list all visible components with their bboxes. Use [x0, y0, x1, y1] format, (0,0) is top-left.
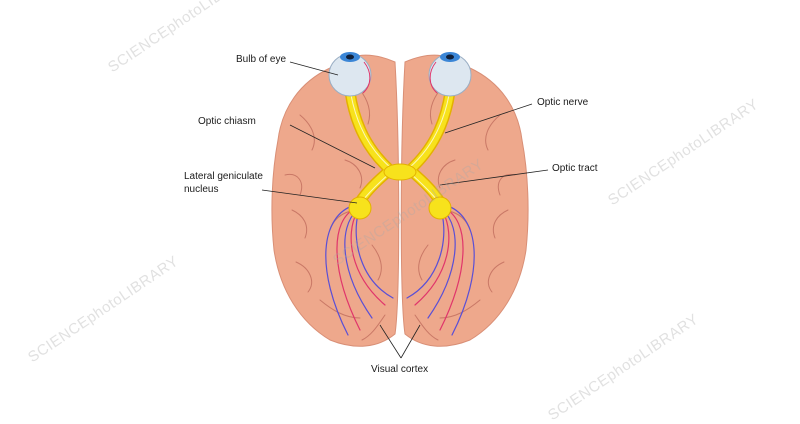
label-optic-chiasm: Optic chiasm [198, 116, 256, 127]
eye-left [328, 52, 372, 97]
label-optic-nerve: Optic nerve [537, 97, 589, 108]
right-hemisphere [400, 54, 529, 347]
lateral-geniculate-nucleus-right [428, 196, 452, 220]
visual-pathway-diagram: Bulb of eye Optic chiasm Lateral genicul… [25, 0, 762, 424]
label-bulb-of-eye: Bulb of eye [236, 54, 287, 65]
optic-chiasm [383, 163, 417, 181]
optic-radiations [325, 204, 475, 336]
left-hemisphere [271, 54, 400, 347]
brain-illustration [261, 52, 549, 359]
leader-lines [261, 61, 549, 359]
label-visual-cortex: Visual cortex [371, 364, 429, 375]
lateral-geniculate-nucleus-left [348, 196, 372, 220]
label-optic-tract: Optic tract [552, 163, 598, 174]
eye-right [428, 52, 472, 97]
label-lateral-geniculate-nucleus: Lateral geniculate nucleus [184, 171, 263, 195]
